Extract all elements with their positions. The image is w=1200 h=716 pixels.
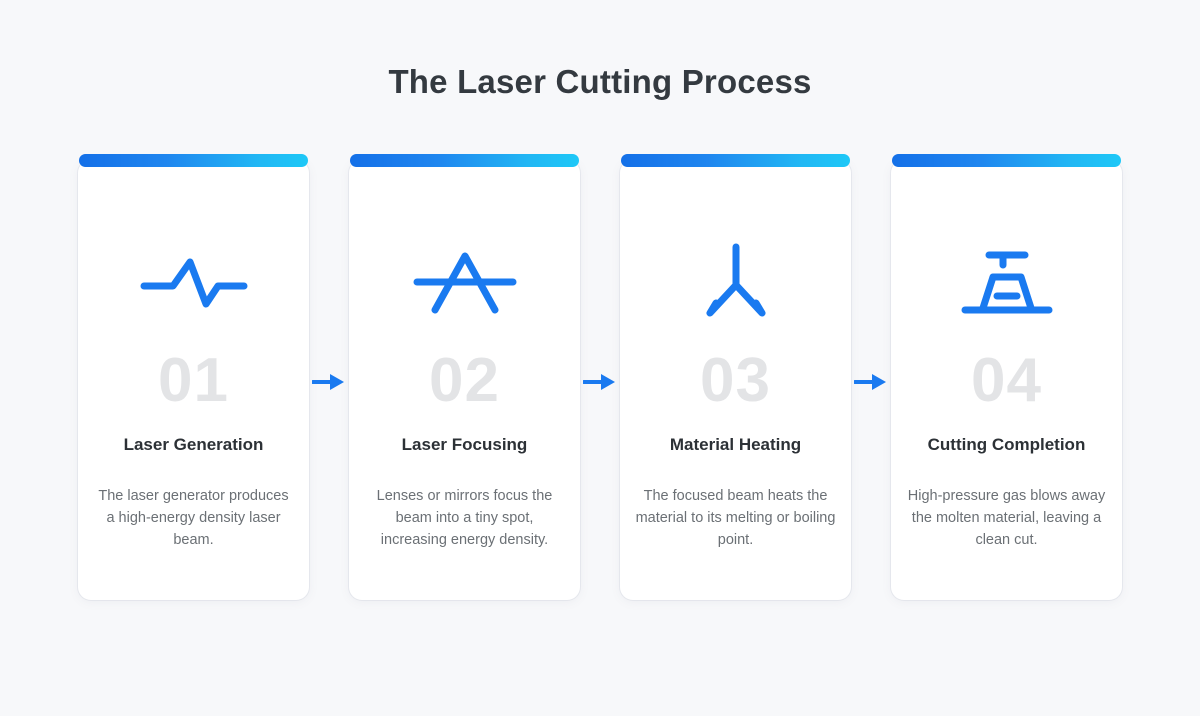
step-number: 01 — [158, 346, 229, 415]
process-steps-row: 01 Laser Generation The laser generator … — [78, 154, 1123, 600]
step-card-laser-generation[interactable]: 01 Laser Generation The laser generator … — [78, 154, 309, 600]
step-title: Laser Focusing — [401, 435, 528, 454]
step-title: Cutting Completion — [927, 435, 1086, 454]
step-slot-1: 01 Laser Generation The laser generator … — [78, 154, 309, 600]
step-card-material-heating[interactable]: 03 Material Heating The focused beam hea… — [620, 154, 851, 600]
step-slot-3: 03 Material Heating The focused beam hea… — [620, 154, 851, 600]
step-2-to-3-arrow — [582, 372, 617, 392]
step-title: Material Heating — [669, 435, 802, 454]
step-number: 02 — [429, 346, 500, 415]
step-1-to-2-arrow — [311, 372, 346, 392]
beam-diverge-icon — [620, 238, 851, 328]
step-slot-4: 04 Cutting Completion High-pressure gas … — [891, 154, 1122, 600]
step-slot-2: 02 Laser Focusing Lenses or mirrors focu… — [349, 154, 580, 600]
connector-slot-2 — [580, 160, 620, 600]
lens-focus-icon — [349, 238, 580, 328]
card-accent-bar — [892, 154, 1121, 167]
step-description: The laser generator produces a high-ener… — [98, 488, 289, 548]
step-3-to-4-arrow — [853, 372, 888, 392]
waveform-pulse-icon — [78, 238, 309, 328]
connector-slot-3 — [851, 160, 891, 600]
connector-slot-1 — [309, 160, 349, 600]
step-number: 03 — [700, 346, 771, 415]
step-number: 04 — [971, 346, 1042, 415]
step-description: Lenses or mirrors focus the beam into a … — [376, 488, 553, 548]
step-description: High-pressure gas blows away the molten … — [907, 488, 1106, 548]
step-description: The focused beam heats the material to i… — [635, 488, 836, 548]
step-card-cutting-completion[interactable]: 04 Cutting Completion High-pressure gas … — [891, 154, 1122, 600]
page-title: The Laser Cutting Process — [388, 63, 812, 100]
card-accent-bar — [350, 154, 579, 167]
cutting-nozzle-icon — [891, 238, 1122, 328]
card-accent-bar — [621, 154, 850, 167]
step-title: Laser Generation — [123, 435, 264, 454]
step-card-laser-focusing[interactable]: 02 Laser Focusing Lenses or mirrors focu… — [349, 154, 580, 600]
card-accent-bar — [79, 154, 308, 167]
